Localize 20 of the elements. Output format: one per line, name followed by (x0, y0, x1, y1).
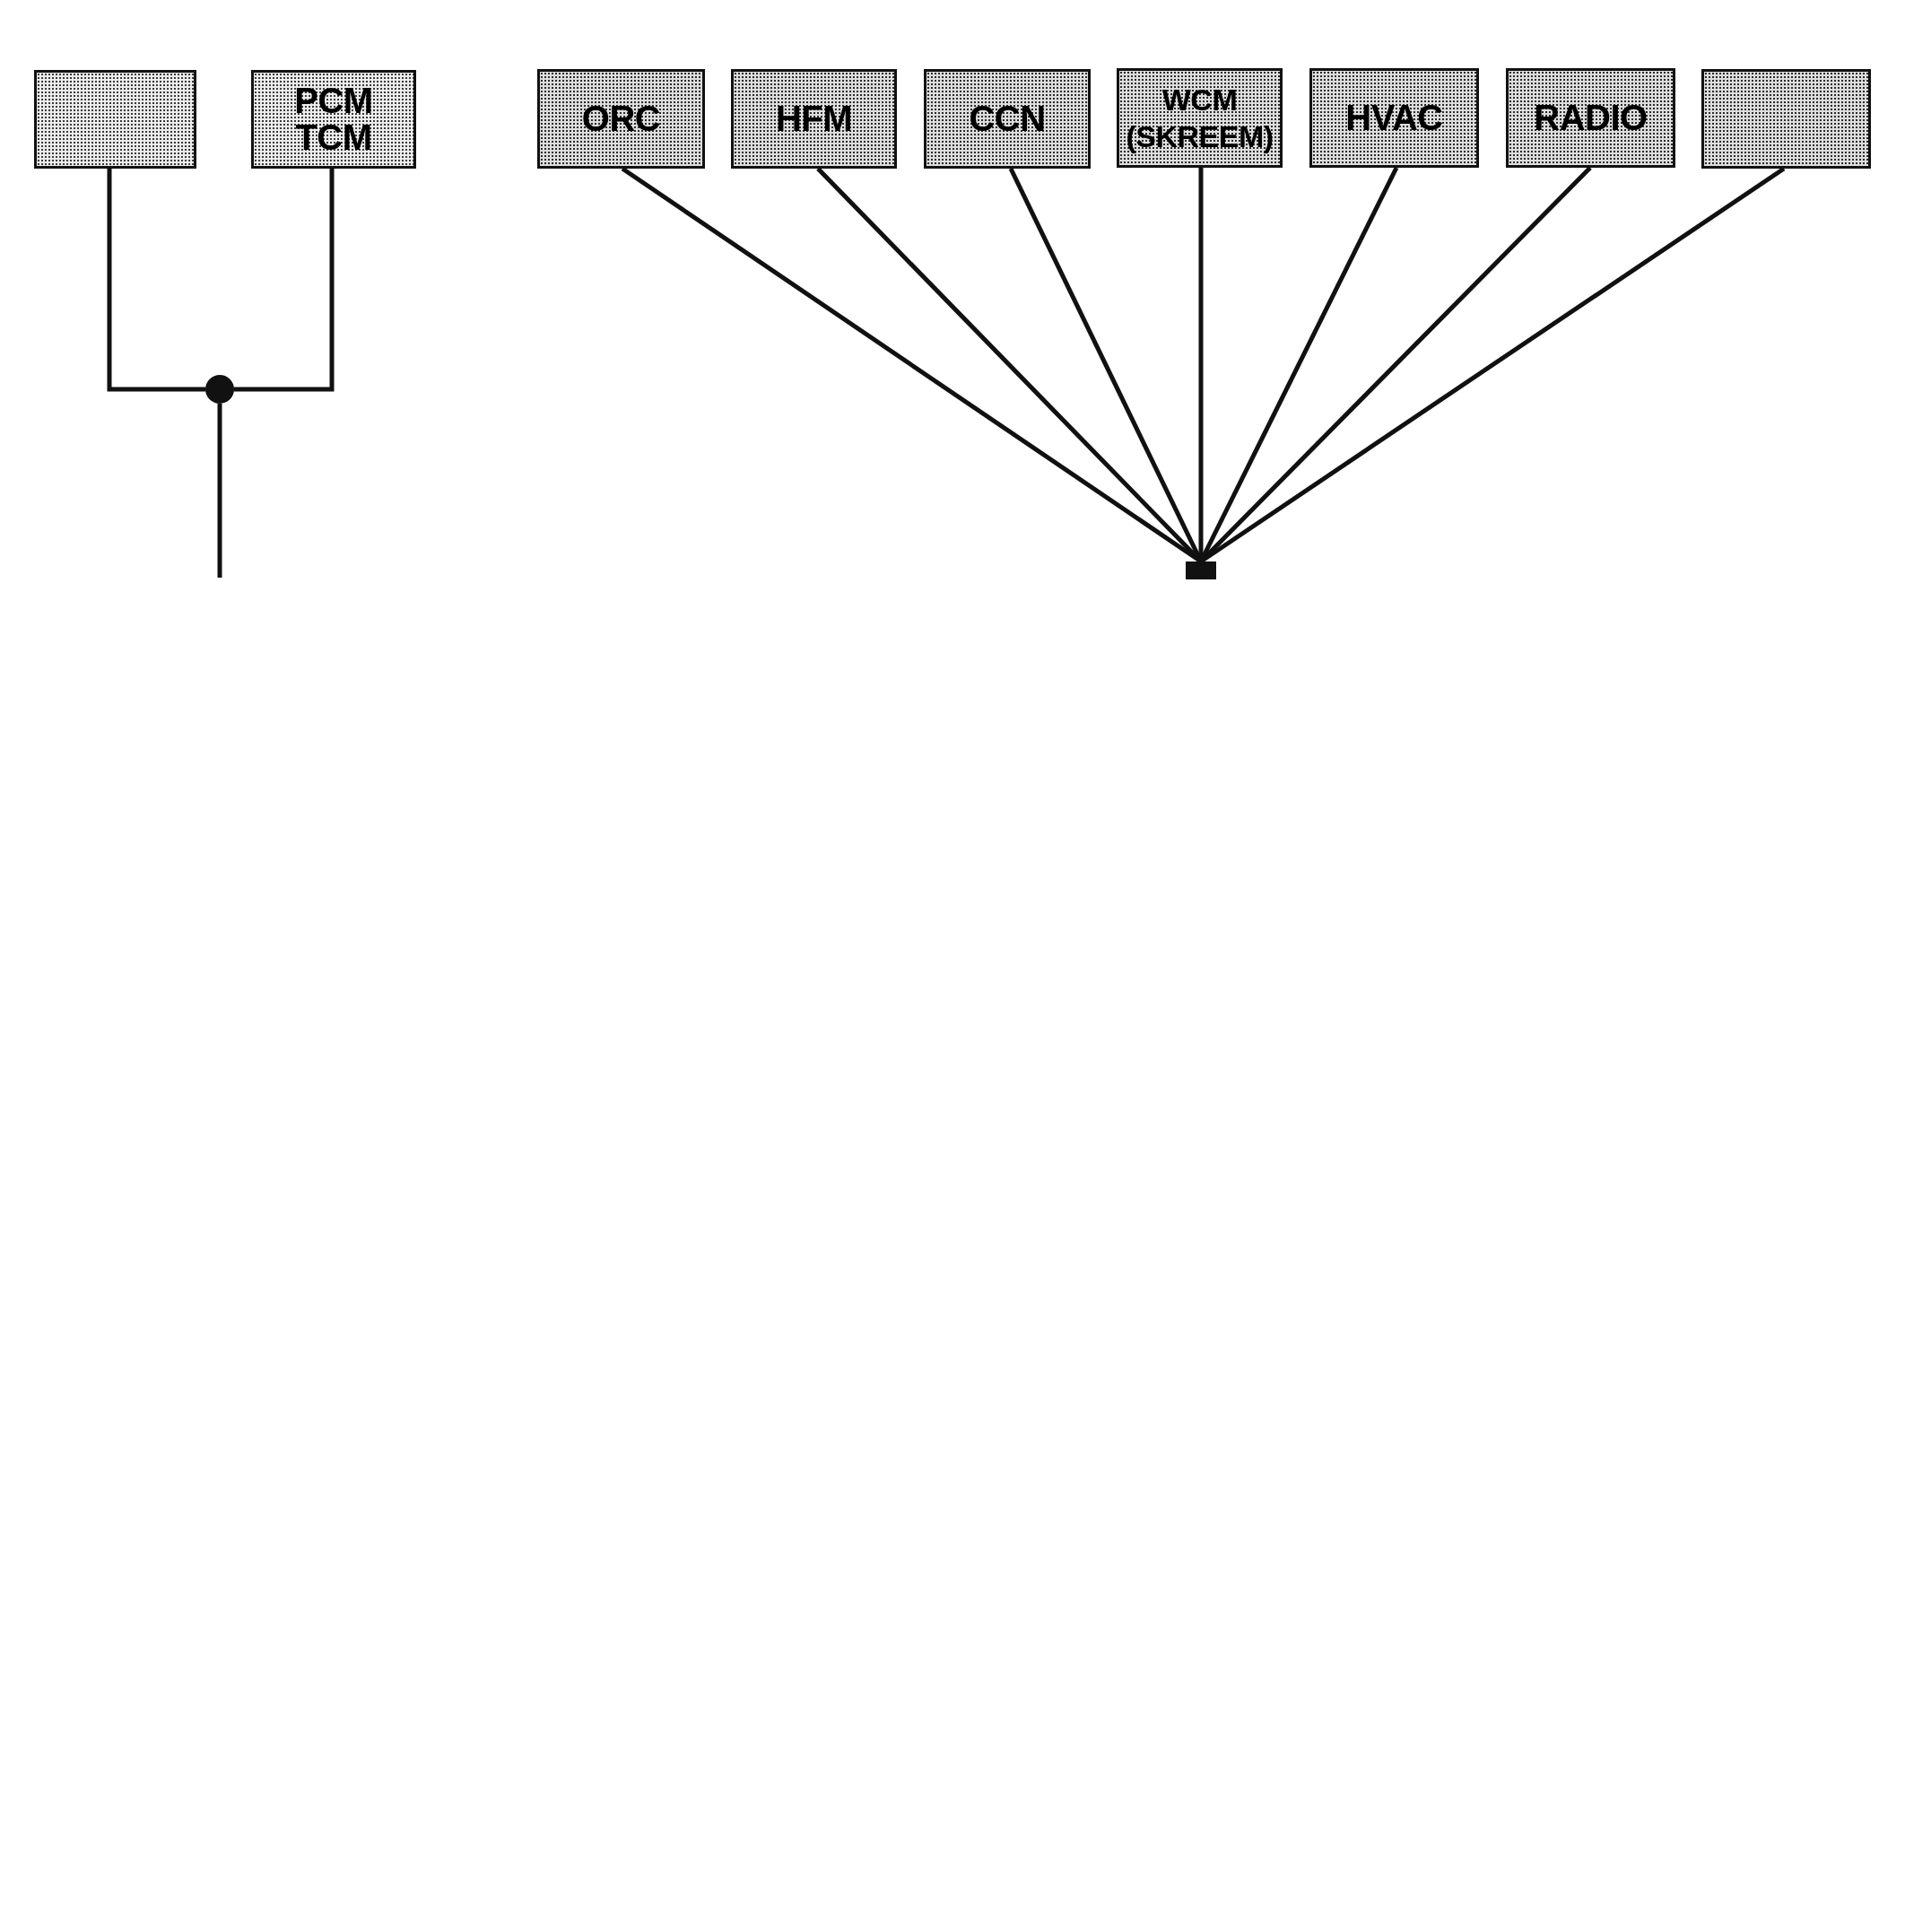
module-label: HVAC (1345, 100, 1443, 136)
module-box (731, 69, 897, 169)
module-box (34, 70, 196, 169)
module-box (251, 70, 416, 169)
splice-bar (1186, 561, 1216, 579)
wire-line (107, 169, 205, 392)
module-box (537, 69, 705, 169)
module-box (1117, 68, 1283, 168)
wire-line (234, 169, 335, 392)
module-label: CCN (969, 100, 1046, 137)
module-label: RADIO (1534, 100, 1648, 136)
module-box (1309, 68, 1479, 168)
module-label: PCM TCM (294, 83, 373, 156)
module-box (1506, 68, 1675, 168)
module-box (924, 69, 1091, 169)
module-box (1701, 69, 1871, 169)
wire-line (217, 404, 222, 578)
module-label: WCM (SKREEM) (1126, 81, 1274, 155)
module-label: HFM (775, 100, 853, 137)
module-label: ORC (581, 100, 661, 137)
